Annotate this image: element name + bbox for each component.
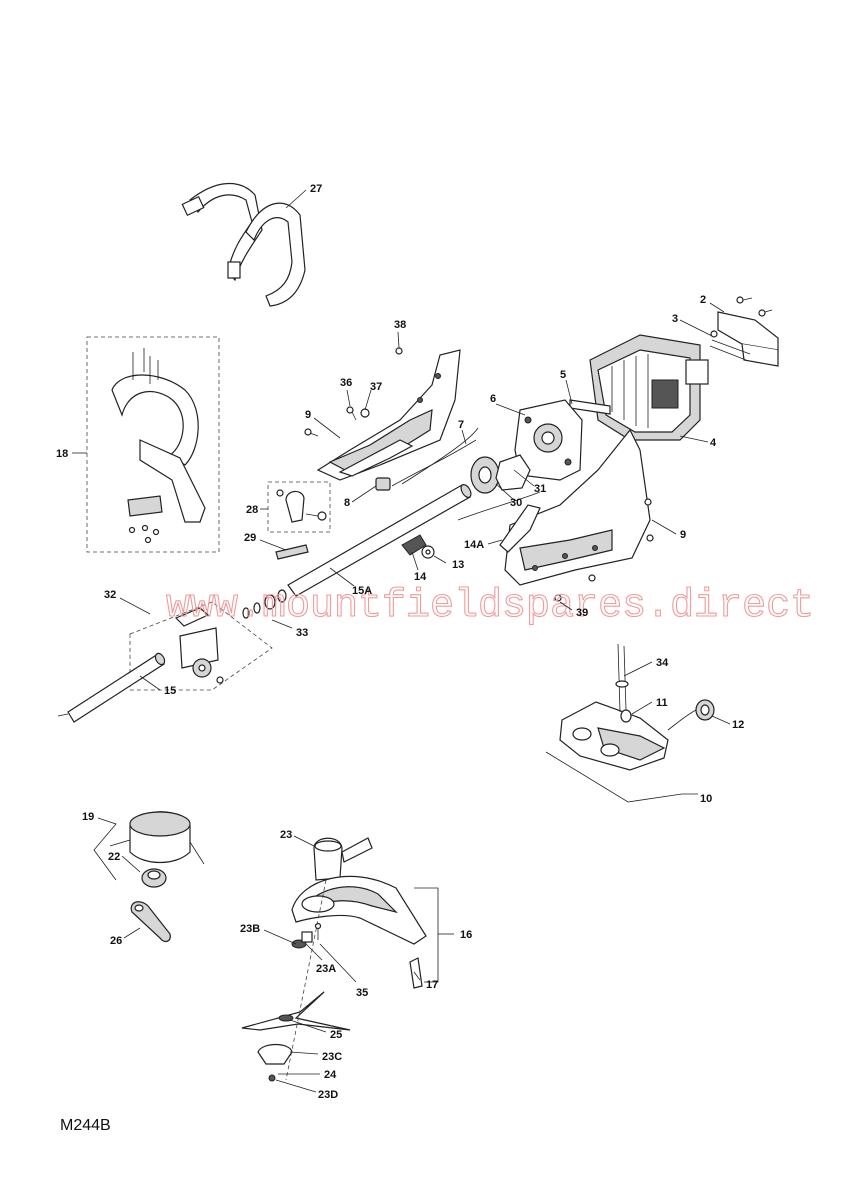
callout-6: 6 (490, 393, 496, 405)
callout-23C: 23C (322, 1051, 342, 1063)
callout-8: 8 (344, 497, 350, 509)
clamp-group-outline (267, 481, 331, 533)
callout-23A: 23A (316, 963, 336, 975)
engine-part[interactable] (569, 334, 709, 441)
gearbox-23-part[interactable] (313, 837, 373, 881)
callout-9-rear-handle: 9 (305, 409, 311, 421)
label-29-part[interactable] (275, 544, 309, 560)
fuel-lines-34-part[interactable] (615, 643, 629, 713)
callout-17: 17 (426, 979, 438, 991)
callout-31: 31 (534, 483, 546, 495)
callout-25: 25 (330, 1029, 342, 1041)
callout-23: 23 (280, 829, 292, 841)
callout-39: 39 (576, 607, 588, 619)
nut-23D-part[interactable] (268, 1074, 276, 1082)
bushing-23A-part[interactable] (301, 931, 313, 943)
callout-34: 34 (656, 657, 669, 669)
callout-29: 29 (244, 532, 256, 544)
spanner-26-part[interactable] (130, 901, 171, 943)
coupling-group-outline (129, 601, 273, 691)
callout-labels: 27 2 3 38 36 37 5 6 4 9 7 8 30 31 9 18 2… (56, 183, 744, 1101)
line-cutter-17-part[interactable] (409, 957, 423, 989)
callout-15: 15 (164, 685, 176, 697)
starter-housing-part[interactable] (514, 399, 583, 481)
blade-25-part[interactable] (241, 991, 351, 1031)
callout-3: 3 (672, 313, 678, 325)
callout-22: 22 (108, 851, 120, 863)
callout-23D: 23D (318, 1089, 338, 1101)
throttle-trigger-part[interactable] (499, 504, 541, 553)
callout-32: 32 (104, 589, 116, 601)
screw-9b-part[interactable] (644, 498, 654, 542)
screw-38-part[interactable] (395, 347, 403, 355)
recoil-pulley-part[interactable] (470, 456, 500, 494)
tank-cover-part[interactable] (504, 428, 651, 586)
front-handle-part[interactable] (111, 348, 206, 544)
throttle-cable-part[interactable] (391, 439, 477, 487)
screw-36-part[interactable] (346, 406, 357, 421)
bump-knob-22-part[interactable] (141, 868, 167, 888)
diagram-code: M244B (60, 1117, 111, 1134)
fuel-cap-12-part[interactable] (667, 699, 715, 731)
clamp-28-part[interactable] (276, 489, 327, 523)
callout-4: 4 (710, 437, 717, 449)
watermark-text: www.mountfieldspares.direct (166, 584, 814, 629)
callout-27: 27 (310, 183, 322, 195)
screw-9-part[interactable] (304, 428, 319, 437)
switch-part[interactable] (375, 477, 391, 491)
rear-handle-part[interactable] (316, 349, 461, 481)
washers-33-part[interactable] (242, 589, 287, 619)
screw-39-part[interactable] (554, 574, 596, 602)
blade-guard-16-part[interactable] (291, 875, 427, 945)
callout-18: 18 (56, 448, 68, 460)
coupling-32-part[interactable] (174, 607, 224, 684)
washer-37-part[interactable] (360, 408, 370, 418)
fuel-tank-part[interactable] (559, 701, 669, 771)
fuel-filter-11-part[interactable] (620, 709, 632, 723)
mounting-bracket-part[interactable] (709, 296, 779, 367)
callout-24: 24 (324, 1069, 337, 1081)
grip-14-part[interactable] (401, 534, 427, 556)
callout-33: 33 (296, 627, 308, 639)
callout-5: 5 (560, 369, 566, 381)
callout-38: 38 (394, 319, 406, 331)
callout-36: 36 (340, 377, 352, 389)
lower-shaft-part[interactable] (57, 652, 166, 723)
callout-2: 2 (700, 294, 706, 306)
screw-35-part[interactable] (314, 922, 322, 941)
callout-35: 35 (356, 987, 368, 999)
leader-lines (72, 189, 731, 1093)
trimmer-head-19-part[interactable] (109, 811, 205, 865)
callout-15A: 15A (352, 585, 372, 597)
clutch-part[interactable] (495, 454, 531, 491)
callout-30: 30 (510, 497, 522, 509)
callout-14A: 14A (464, 539, 484, 551)
cup-23C-part[interactable] (257, 1043, 293, 1065)
callout-12: 12 (732, 719, 744, 731)
nut-13-part[interactable] (421, 545, 435, 559)
callout-14: 14 (414, 571, 427, 583)
callout-26: 26 (110, 935, 122, 947)
callout-28: 28 (246, 504, 258, 516)
handle-group-outline (86, 336, 220, 553)
callout-9-tank-cover: 9 (680, 529, 686, 541)
callout-7: 7 (458, 419, 464, 431)
callout-16: 16 (460, 929, 472, 941)
callout-37: 37 (370, 381, 382, 393)
callout-23B: 23B (240, 923, 260, 935)
callout-13: 13 (452, 559, 464, 571)
callout-10: 10 (700, 793, 712, 805)
harness-strap-part[interactable] (181, 182, 306, 307)
callout-19: 19 (82, 811, 94, 823)
callout-11: 11 (656, 697, 668, 709)
drive-tube-part[interactable] (287, 483, 473, 597)
